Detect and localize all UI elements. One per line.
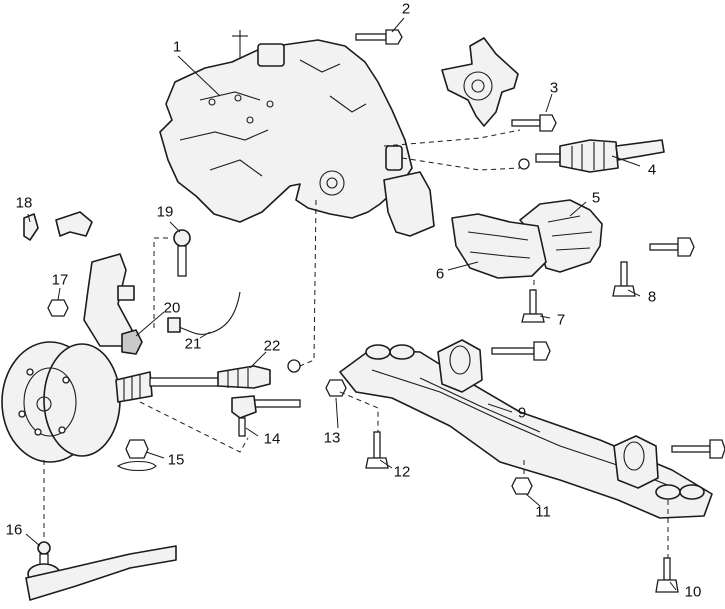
heat-shield — [451, 213, 547, 279]
boot-18 — [55, 211, 93, 237]
callout-12: 12 — [393, 463, 411, 481]
bolt-2 — [355, 29, 403, 45]
callout-5: 5 — [591, 189, 601, 207]
tie-rod-end-19 — [173, 229, 191, 277]
subframe-bushing-front — [437, 339, 483, 393]
subframe-bushing-rear — [613, 435, 659, 489]
mount-plate — [441, 37, 519, 127]
callout-1: 1 — [172, 38, 182, 56]
clip-18 — [23, 213, 39, 241]
wheel-hub — [1, 341, 121, 463]
tie-rod-end-14 — [231, 395, 301, 437]
cap-20 — [121, 329, 143, 355]
callout-6: 6 — [435, 265, 445, 283]
callout-22: 22 — [263, 337, 281, 355]
callout-20: 20 — [163, 299, 181, 317]
nut-15 — [125, 439, 149, 459]
bolt-8 — [612, 261, 636, 297]
lower-arm — [25, 545, 177, 601]
subframe-rear-bolt — [671, 439, 725, 459]
callout-7: 7 — [556, 311, 566, 329]
callout-3: 3 — [549, 79, 559, 97]
bolt-10 — [655, 557, 679, 593]
callout-9: 9 — [517, 404, 527, 422]
callout-15: 15 — [167, 451, 185, 469]
callout-19: 19 — [156, 203, 174, 221]
intermediate-shaft — [518, 139, 665, 173]
subframe-pads — [365, 344, 705, 500]
leader-lines — [25, 17, 677, 591]
bolt-3 — [511, 114, 557, 132]
callout-8: 8 — [647, 288, 657, 306]
callout-14: 14 — [263, 430, 281, 448]
subframe-front-bolt — [491, 341, 551, 361]
gearbox-housing — [159, 30, 413, 223]
nut-11 — [511, 477, 533, 495]
callout-11: 11 — [535, 503, 551, 521]
callout-4: 4 — [647, 161, 657, 179]
callout-2: 2 — [401, 0, 411, 18]
nut-17 — [47, 299, 69, 317]
callout-10: 10 — [684, 583, 702, 601]
callout-18: 18 — [15, 194, 33, 212]
bolt-12 — [365, 431, 389, 469]
callout-13: 13 — [323, 429, 341, 447]
cotter-pin — [116, 460, 157, 472]
callout-17: 17 — [51, 271, 69, 289]
callout-21: 21 — [184, 335, 202, 353]
bolt-7 — [521, 289, 545, 323]
bracket-side-bolt — [649, 237, 695, 257]
callout-16: 16 — [5, 521, 23, 539]
drive-shaft — [115, 359, 301, 403]
housing-bracket — [383, 171, 435, 237]
assembly-paths — [43, 129, 669, 558]
